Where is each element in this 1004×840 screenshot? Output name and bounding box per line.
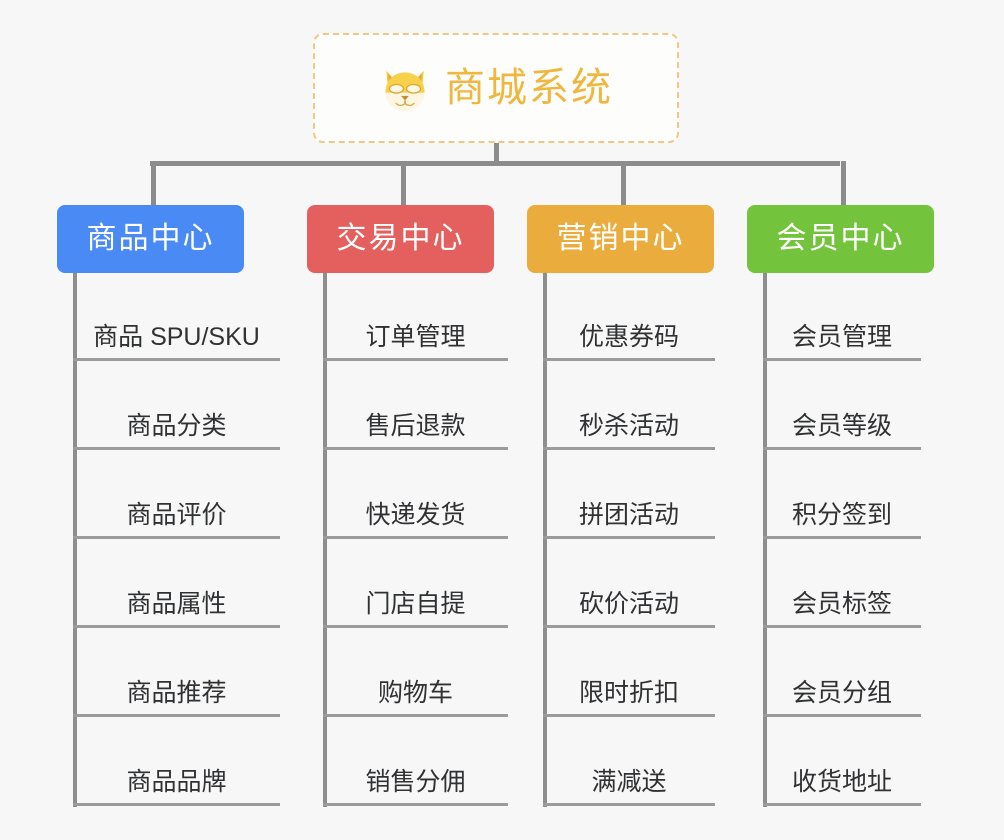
leaf-item[interactable]: 限时折扣 bbox=[543, 629, 715, 717]
leaf-item[interactable]: 会员管理 bbox=[763, 273, 921, 361]
leaf-item[interactable]: 商品 SPU/SKU bbox=[73, 273, 280, 361]
leaf-item-label: 商品 SPU/SKU bbox=[93, 323, 260, 351]
category-box-1[interactable]: 商品中心 bbox=[57, 205, 244, 273]
connector-horizontal-bus bbox=[150, 161, 840, 166]
leaf-item[interactable]: 商品评价 bbox=[73, 451, 280, 539]
leaf-item[interactable]: 商品品牌 bbox=[73, 718, 280, 806]
category-label: 会员中心 bbox=[776, 222, 905, 255]
leaf-item[interactable]: 商品推荐 bbox=[73, 629, 280, 717]
leaf-item-label: 积分签到 bbox=[791, 501, 892, 529]
leaf-item[interactable]: 商品属性 bbox=[73, 540, 280, 628]
leaf-item-label: 会员管理 bbox=[791, 323, 892, 351]
leaf-column-2: 订单管理售后退款快递发货门店自提购物车销售分佣 bbox=[323, 273, 508, 807]
leaf-item-label: 会员等级 bbox=[791, 412, 892, 440]
category-box-2[interactable]: 交易中心 bbox=[307, 205, 494, 273]
leaf-item[interactable]: 砍价活动 bbox=[543, 540, 715, 628]
connector-drop-4 bbox=[841, 161, 846, 207]
leaf-item-label: 快递发货 bbox=[365, 501, 466, 529]
leaf-item-label: 商品品牌 bbox=[126, 768, 227, 796]
leaf-item-label: 商品评价 bbox=[126, 501, 227, 529]
connector-trunk-1 bbox=[73, 273, 77, 807]
connector-trunk-4 bbox=[763, 273, 767, 807]
leaf-item[interactable]: 优惠券码 bbox=[543, 273, 715, 361]
leaf-item[interactable]: 门店自提 bbox=[323, 540, 508, 628]
leaf-item-label: 满减送 bbox=[591, 768, 667, 796]
leaf-item[interactable]: 满减送 bbox=[543, 718, 715, 806]
leaf-item[interactable]: 拼团活动 bbox=[543, 451, 715, 539]
leaf-item[interactable]: 售后退款 bbox=[323, 362, 508, 450]
leaf-item-label: 会员标签 bbox=[791, 590, 892, 618]
leaf-item[interactable]: 积分签到 bbox=[763, 451, 921, 539]
connector-root-stem bbox=[494, 143, 499, 165]
leaf-column-3: 优惠券码秒杀活动拼团活动砍价活动限时折扣满减送 bbox=[543, 273, 715, 807]
leaf-item[interactable]: 商品分类 bbox=[73, 362, 280, 450]
category-label: 商品中心 bbox=[86, 222, 215, 255]
connector-trunk-2 bbox=[323, 273, 327, 807]
category-label: 营销中心 bbox=[556, 222, 685, 255]
connector-drop-1 bbox=[151, 161, 156, 207]
leaf-item-label: 订单管理 bbox=[365, 323, 466, 351]
leaf-item[interactable]: 会员分组 bbox=[763, 629, 921, 717]
category-label: 交易中心 bbox=[336, 222, 465, 255]
shiba-dog-icon bbox=[379, 63, 431, 113]
leaf-item-label: 购物车 bbox=[377, 679, 453, 707]
category-box-3[interactable]: 营销中心 bbox=[527, 205, 714, 273]
leaf-item-label: 拼团活动 bbox=[578, 501, 679, 529]
leaf-item-label: 商品推荐 bbox=[126, 679, 227, 707]
leaf-item-label: 会员分组 bbox=[791, 679, 892, 707]
leaf-item-label: 销售分佣 bbox=[365, 768, 466, 796]
leaf-item[interactable]: 收货地址 bbox=[763, 718, 921, 806]
leaf-item-label: 收货地址 bbox=[791, 768, 892, 796]
leaf-item[interactable]: 快递发货 bbox=[323, 451, 508, 539]
leaf-column-1: 商品 SPU/SKU 商品分类商品评价商品属性商品推荐商品品牌 bbox=[73, 273, 280, 807]
leaf-item[interactable]: 订单管理 bbox=[323, 273, 508, 361]
leaf-item[interactable]: 会员标签 bbox=[763, 540, 921, 628]
leaf-item[interactable]: 秒杀活动 bbox=[543, 362, 715, 450]
leaf-item-label: 商品属性 bbox=[126, 590, 227, 618]
connector-trunk-3 bbox=[543, 273, 547, 807]
leaf-item-label: 秒杀活动 bbox=[578, 412, 679, 440]
leaf-item-label: 商品分类 bbox=[126, 412, 227, 440]
leaf-column-4: 会员管理会员等级积分签到会员标签会员分组收货地址 bbox=[763, 273, 921, 807]
leaf-item[interactable]: 购物车 bbox=[323, 629, 508, 717]
root-node[interactable]: 商城系统 bbox=[313, 33, 679, 143]
leaf-item[interactable]: 销售分佣 bbox=[323, 718, 508, 806]
root-title: 商城系统 bbox=[445, 66, 613, 110]
connector-drop-3 bbox=[621, 161, 626, 207]
leaf-item[interactable]: 会员等级 bbox=[763, 362, 921, 450]
leaf-item-label: 限时折扣 bbox=[578, 679, 679, 707]
leaf-item-label: 砍价活动 bbox=[578, 590, 679, 618]
connector-drop-2 bbox=[401, 161, 406, 207]
leaf-item-label: 优惠券码 bbox=[578, 323, 679, 351]
leaf-item-label: 门店自提 bbox=[365, 590, 466, 618]
category-box-4[interactable]: 会员中心 bbox=[747, 205, 934, 273]
leaf-item-label: 售后退款 bbox=[365, 412, 466, 440]
